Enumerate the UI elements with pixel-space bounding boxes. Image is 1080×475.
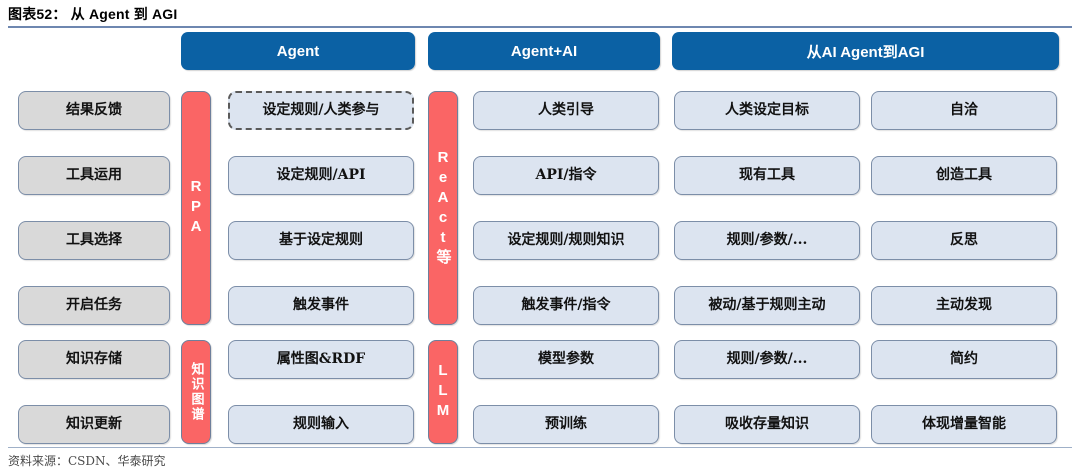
cell-agi-right-5: 体现增量智能 <box>871 405 1057 444</box>
cell-agi-left-3: 被动/基于规则主动 <box>674 286 860 325</box>
page-title: 图表52： 从 Agent 到 AGI <box>8 6 178 22</box>
column-header-agent: Agent <box>181 32 415 70</box>
cell-agent-ai-1: API/指令 <box>473 156 659 195</box>
row-label-3: 开启任务 <box>18 286 170 325</box>
column-header-agent-ai: Agent+AI <box>428 32 660 70</box>
row-label-5: 知识更新 <box>18 405 170 444</box>
cell-agent-3: 触发事件 <box>228 286 414 325</box>
cell-agi-right-1: 创造工具 <box>871 156 1057 195</box>
cell-agent-2: 基于设定规则 <box>228 221 414 260</box>
vertical-bar-llm-label: LLM <box>434 362 452 422</box>
cell-agi-left-5: 吸收存量知识 <box>674 405 860 444</box>
cell-agent-ai-5: 预训练 <box>473 405 659 444</box>
cell-agent-4: 属性图&RDF <box>228 340 414 379</box>
vertical-bar-llm: LLM <box>428 340 458 444</box>
row-label-4: 知识存储 <box>18 340 170 379</box>
cell-agent-ai-2: 设定规则/规则知识 <box>473 221 659 260</box>
source-note: 资料来源：CSDN、华泰研究 <box>8 454 166 468</box>
cell-agent-5: 规则输入 <box>228 405 414 444</box>
cell-agi-left-1: 现有工具 <box>674 156 860 195</box>
title-divider <box>8 26 1072 28</box>
vertical-bar-react: ReAct等 <box>428 91 458 325</box>
cell-agent-ai-0: 人类引导 <box>473 91 659 130</box>
vertical-bar-knowledge-graph: 知识图谱 <box>181 340 211 444</box>
row-label-1: 工具运用 <box>18 156 170 195</box>
vertical-bar-knowledge-graph-label: 知识图谱 <box>188 362 204 422</box>
column-header-agi: 从AI Agent到AGI <box>672 32 1059 70</box>
cell-agi-right-4: 简约 <box>871 340 1057 379</box>
cell-agi-left-0: 人类设定目标 <box>674 91 860 130</box>
cell-agent-ai-3: 触发事件/指令 <box>473 286 659 325</box>
cell-agi-left-2: 规则/参数/... <box>674 221 860 260</box>
vertical-bar-react-label: ReAct等 <box>434 149 452 267</box>
cell-agi-left-4: 规则/参数/... <box>674 340 860 379</box>
row-label-2: 工具选择 <box>18 221 170 260</box>
cell-agi-right-2: 反思 <box>871 221 1057 260</box>
cell-agent-0: 设定规则/人类参与 <box>228 91 414 130</box>
footer-divider <box>8 447 1072 448</box>
row-label-0: 结果反馈 <box>18 91 170 130</box>
cell-agi-right-3: 主动发现 <box>871 286 1057 325</box>
cell-agi-right-0: 自洽 <box>871 91 1057 130</box>
vertical-bar-rpa: RPA <box>181 91 211 325</box>
figure-title-block: 图表52： 从 Agent 到 AGI <box>8 4 1072 28</box>
cell-agent-ai-4: 模型参数 <box>473 340 659 379</box>
cell-agent-1: 设定规则/API <box>228 156 414 195</box>
vertical-bar-rpa-label: RPA <box>187 178 205 238</box>
